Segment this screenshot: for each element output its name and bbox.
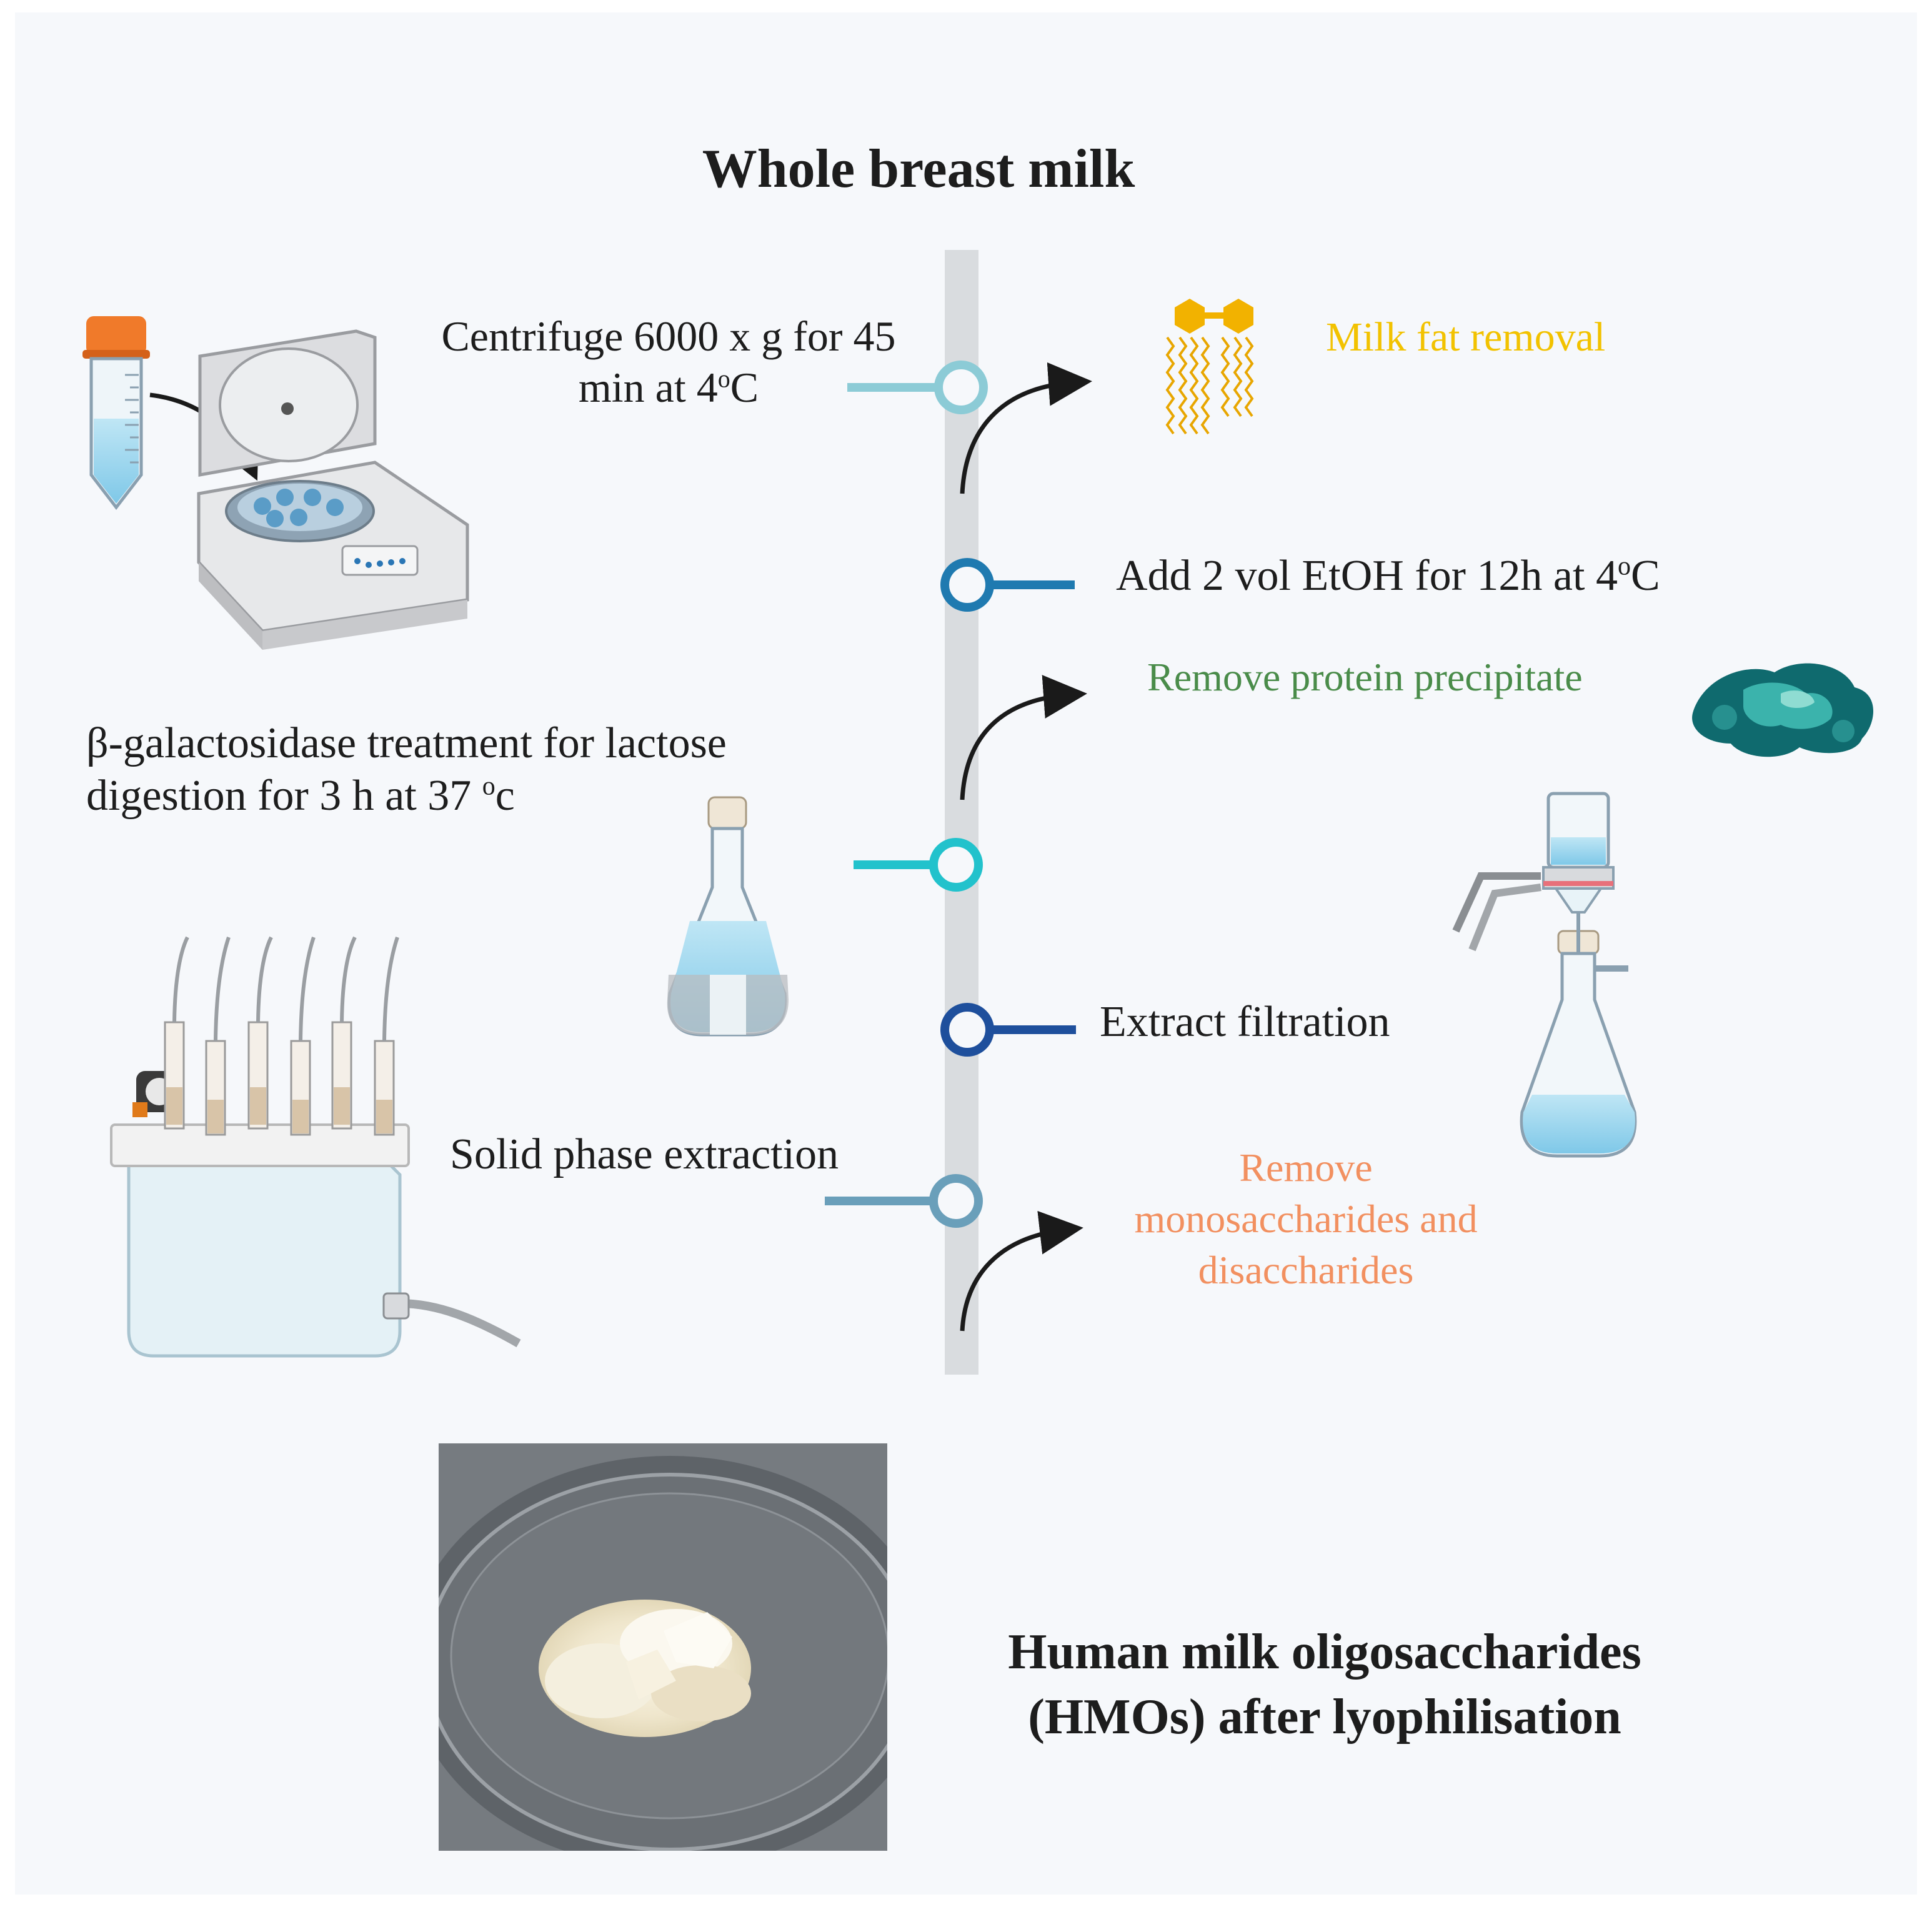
timeline-node-5 <box>825 1174 983 1228</box>
falcon-tube-icon <box>82 316 150 510</box>
outcome-sugars-label: Remove monosaccharides and disaccharides <box>1087 1142 1525 1296</box>
outcome-sugars-line3: disaccharides <box>1198 1247 1414 1292</box>
hmo-powder-photo <box>439 1443 887 1851</box>
timeline-node-2 <box>940 558 1075 612</box>
fatty-acid-icon <box>1165 299 1254 435</box>
step-galactosidase-label: β-galactosidase treatment for lactose di… <box>86 717 899 822</box>
step-filtration-label: Extract filtration <box>1100 998 1390 1046</box>
erlenmeyer-flask-icon <box>667 796 789 1037</box>
arrow-sugars <box>960 1210 1083 1332</box>
page-title: Whole breast milk <box>702 139 1135 199</box>
result-line2: (HMOs) after lyophilisation <box>1028 1690 1621 1745</box>
step-spe-label: Solid phase extraction <box>450 1130 839 1178</box>
result-label: Human milk oligosaccharides (HMOs) after… <box>900 1620 1750 1750</box>
centrifuge-icon <box>197 329 469 650</box>
step-centrifuge-line1: Centrifuge 6000 x g for 45 <box>441 312 896 360</box>
outcome-sugars-line2: monosaccharides and <box>1134 1196 1478 1241</box>
outcome-fat-label: Milk fat removal <box>1326 314 1606 360</box>
step-galactosidase-line1: β-galactosidase treatment for lactose <box>86 719 727 767</box>
outcome-protein-label: Remove protein precipitate <box>1147 655 1583 699</box>
timeline-node-3 <box>854 838 983 892</box>
arrow-protein <box>960 675 1087 800</box>
outcome-sugars-line1: Remove <box>1239 1145 1373 1190</box>
filtration-apparatus-icon <box>1452 792 1637 1158</box>
result-line1: Human milk oligosaccharides <box>1008 1625 1641 1680</box>
step-centrifuge-line2: min at 4oC <box>578 363 759 411</box>
step-centrifuge-label: Centrifuge 6000 x g for 45 min at 4oC <box>387 311 950 413</box>
step-galactosidase-line2: digestion for 3 h at 37 oc <box>86 772 515 820</box>
timeline-node-4 <box>940 1003 1076 1057</box>
protein-icon <box>1692 663 1874 757</box>
arrow-fat <box>960 362 1092 494</box>
step-ethanol-label: Add 2 vol EtOH for 12h at 4oC <box>1116 552 1660 600</box>
timeline-node-1 <box>847 361 988 414</box>
spe-manifold-icon <box>110 936 521 1358</box>
